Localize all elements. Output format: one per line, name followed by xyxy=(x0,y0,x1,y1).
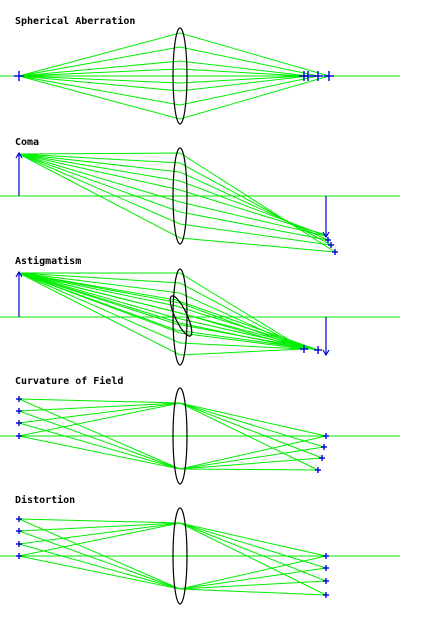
object-point-markers xyxy=(16,396,22,439)
panel-title-spherical-aberration: Spherical Aberration xyxy=(15,15,135,27)
focus-markers xyxy=(300,345,322,354)
image-point-markers xyxy=(315,433,329,473)
object-point-markers xyxy=(16,516,22,559)
ray-bundle xyxy=(18,32,330,120)
panel-title-curvature-of-field: Curvature of Field xyxy=(15,375,123,387)
image-point-markers xyxy=(323,553,329,598)
ray-bundle xyxy=(18,272,319,356)
panel-distortion: Distortion xyxy=(0,494,400,605)
panel-spherical-aberration: Spherical Aberration xyxy=(0,15,400,125)
focus-markers xyxy=(14,71,334,81)
ray-bundle xyxy=(18,518,327,596)
ray-bundle xyxy=(18,398,327,471)
panel-title-coma: Coma xyxy=(15,137,39,148)
panel-curvature-of-field: Curvature of Field xyxy=(0,375,400,485)
focus-markers xyxy=(325,237,338,255)
panel-title-astigmatism: Astigmatism xyxy=(15,255,81,267)
object-arrowhead xyxy=(15,270,23,278)
panel-coma: Coma xyxy=(0,137,400,255)
lens-tilted-section xyxy=(169,295,193,337)
panel-astigmatism: Astigmatism xyxy=(0,255,400,366)
image-arrowhead xyxy=(322,349,330,357)
lens xyxy=(172,27,188,125)
object-arrowhead xyxy=(15,151,23,159)
lens xyxy=(172,147,188,245)
panel-title-distortion: Distortion xyxy=(15,494,75,506)
lens xyxy=(172,507,188,605)
lens xyxy=(172,387,188,485)
image-arrowhead xyxy=(322,231,330,239)
lens xyxy=(172,268,188,366)
ray-bundle xyxy=(18,152,336,253)
